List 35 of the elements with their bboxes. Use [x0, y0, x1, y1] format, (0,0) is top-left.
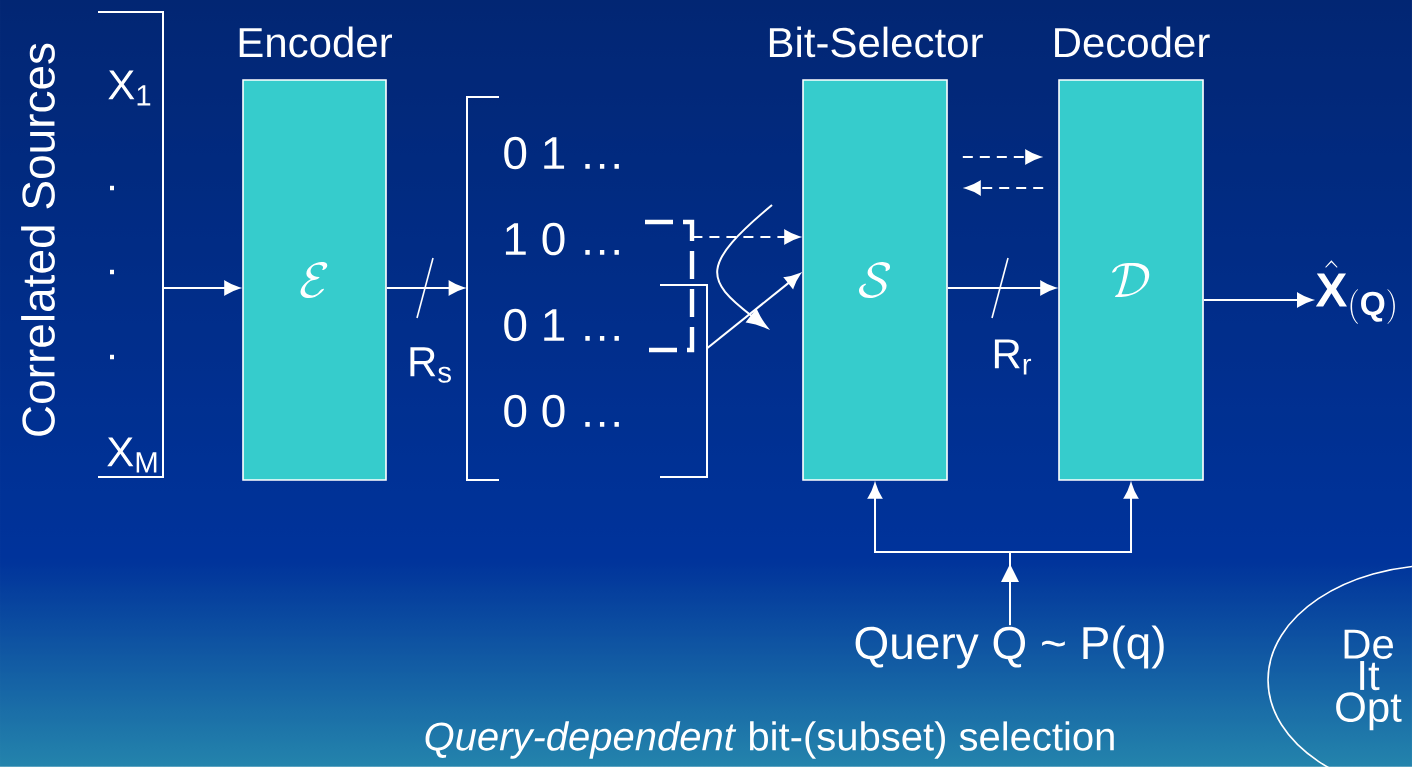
- matrix-row: 0 1 …: [504, 136, 619, 170]
- arrow: [965, 180, 1045, 196]
- selector-box: $\mathcal{S}$: [802, 79, 948, 481]
- arrow: [1001, 551, 1019, 627]
- output-symbol: $\hat{\mathbf{X}}_{(\mathbf{Q})}$: [1315, 260, 1395, 324]
- bracket: [659, 284, 708, 478]
- edge-label: R$_{s}$: [410, 347, 451, 383]
- query-label: Query Q ~ P(q): [855, 625, 1164, 669]
- variable-label: .: [110, 269, 114, 275]
- matrix-row: 1 0 …: [505, 222, 619, 256]
- arrow: [706, 273, 801, 349]
- variable-label: X$_{M}$: [107, 437, 157, 473]
- encoder-box: $\mathcal{E}$: [242, 79, 387, 481]
- arrow: [691, 229, 800, 245]
- matrix-row: 0 1 …: [504, 308, 619, 342]
- arrow: [946, 257, 1056, 319]
- arrow: [161, 280, 240, 296]
- arrow: [1009, 483, 1139, 553]
- box-heading: Decoder: [1055, 26, 1210, 58]
- edge-label: R$_{r}$: [994, 339, 1032, 375]
- variable-label: .: [110, 185, 114, 191]
- ellipse-text: De It Opt: [1336, 629, 1402, 731]
- arrow: [867, 483, 1011, 553]
- arrow: [385, 257, 465, 319]
- dashed-bracket: [645, 219, 695, 353]
- box-heading: Bit-Selector: [769, 26, 983, 58]
- rotated-label: Correlated Sources: [21, 43, 55, 436]
- matrix-row: 0 0 …: [504, 394, 619, 428]
- arrow: [1202, 292, 1313, 308]
- variable-label: X$_{1}$: [108, 70, 151, 106]
- variable-label: .: [110, 354, 114, 360]
- arrow: [961, 149, 1041, 165]
- caption: Query-dependent bit-(subset) selection: [425, 721, 1114, 759]
- decoder-box: $\mathcal{D}$: [1058, 79, 1204, 481]
- box-heading: Encoder: [239, 26, 392, 58]
